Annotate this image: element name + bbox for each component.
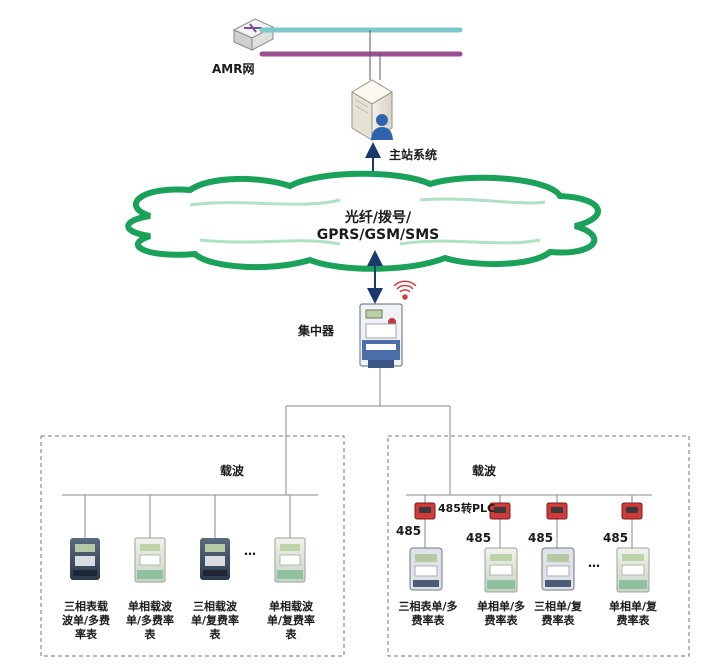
- port-label: 485: [466, 531, 492, 545]
- meter-single-phase-icon: [484, 547, 518, 593]
- left-group-box: [40, 435, 345, 657]
- meter-three-phase-icon: [70, 538, 100, 580]
- ellipsis-left: …: [244, 544, 256, 558]
- port-label: 485: [603, 531, 629, 545]
- meter-caption: 三相单/复 费率表: [533, 600, 583, 627]
- converter-485-plc-icon: [621, 502, 643, 520]
- cloud-label-line2: GPRS/GSM/SMS: [316, 227, 440, 243]
- meter-caption: 单相载波 单/多费率 表: [125, 600, 175, 641]
- cloud-label-line1: 光纤/拨号/: [344, 210, 412, 226]
- meter-caption: 三相载波 单/复费率 表: [190, 600, 240, 641]
- cloud-shape: [125, 170, 601, 272]
- meter-caption: 三相表载 波单/多费 率表: [61, 600, 111, 641]
- meter-caption: 单相单/多 费率表: [476, 600, 526, 627]
- server-icon: [351, 79, 393, 141]
- meter-three-phase-icon: [409, 547, 443, 591]
- wireless-signal-icon: [393, 280, 417, 300]
- concentrator-device-icon: [359, 303, 403, 368]
- cloud-label: 光纤/拨号/ GPRS/GSM/SMS: [258, 210, 498, 244]
- ellipsis-right: …: [588, 556, 600, 570]
- meter-three-phase-icon: [541, 547, 575, 591]
- converter-485-plc-icon: [414, 502, 436, 520]
- concentrator-label: 集中器: [298, 324, 335, 338]
- port-label: 485: [396, 524, 422, 538]
- master-station-label: 主站系统: [389, 148, 438, 162]
- user-icon: [371, 114, 393, 140]
- meter-caption: 单相单/复 费率表: [608, 600, 658, 627]
- meter-three-phase-icon: [200, 538, 230, 580]
- converter-485-plc-icon: [546, 502, 568, 520]
- left-bus-label: 载波: [220, 464, 245, 478]
- network-switch-icon: [232, 18, 275, 51]
- meter-single-phase-icon: [616, 547, 650, 593]
- meter-caption: 三相表单/多 费率表: [398, 600, 458, 627]
- meter-single-phase-icon: [274, 537, 306, 583]
- converter-label: 485转PLC: [438, 502, 496, 515]
- right-group-box: [387, 435, 690, 657]
- meter-single-phase-icon: [134, 537, 166, 583]
- converter-485-plc-icon: [489, 502, 511, 520]
- right-bus-label: 载波: [472, 464, 497, 478]
- port-label: 485: [528, 531, 554, 545]
- network-label: AMR网: [212, 62, 255, 76]
- meter-caption: 单相载波 单/复费率 表: [266, 600, 316, 641]
